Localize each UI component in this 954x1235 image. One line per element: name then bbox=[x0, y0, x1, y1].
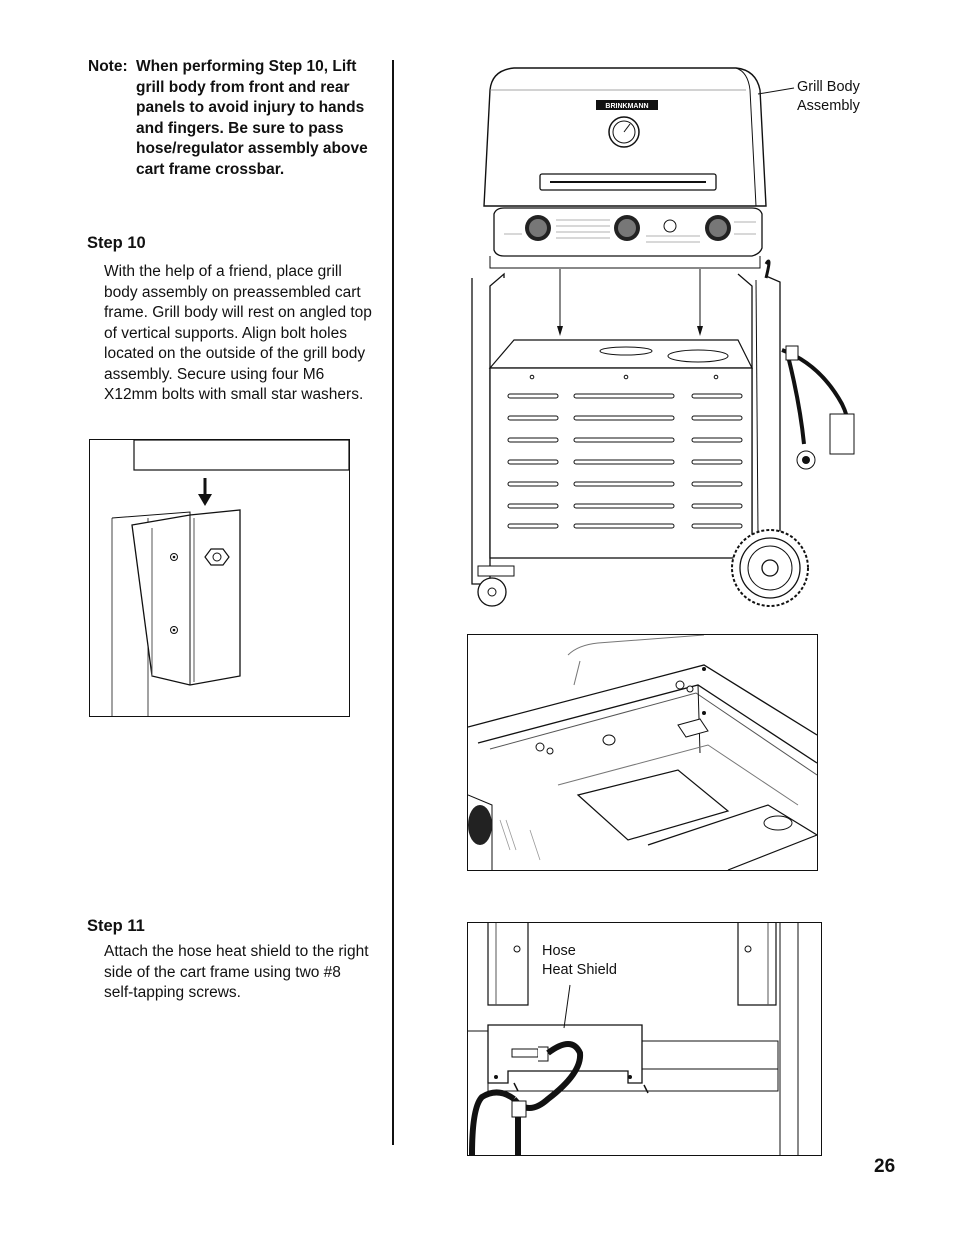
page-number: 26 bbox=[874, 1156, 896, 1177]
bracket-detail-figure bbox=[89, 439, 350, 717]
grill-body-callout: Grill Body Assembly bbox=[797, 79, 860, 114]
column-divider bbox=[392, 60, 394, 1145]
safety-note: Note: When performing Step 10, Lift gril… bbox=[88, 57, 378, 180]
note-text: When performing Step 10, Lift grill body… bbox=[136, 58, 368, 178]
note-label: Note: bbox=[88, 58, 128, 75]
heat-shield-detail-figure bbox=[467, 922, 822, 1156]
step-11-text: Attach the hose heat shield to the right… bbox=[104, 943, 369, 1001]
step-10-title: Step 10 bbox=[87, 234, 146, 252]
step-11-title: Step 11 bbox=[87, 917, 145, 935]
grill-illustration: BRINKMANN bbox=[470, 64, 870, 614]
firebox-detail-figure bbox=[467, 634, 818, 871]
brand-logo: BRINKMANN bbox=[605, 103, 648, 110]
step-10-text: With the help of a friend, place grill b… bbox=[104, 263, 372, 403]
heat-shield-callout: Hose Heat Shield bbox=[542, 943, 617, 978]
